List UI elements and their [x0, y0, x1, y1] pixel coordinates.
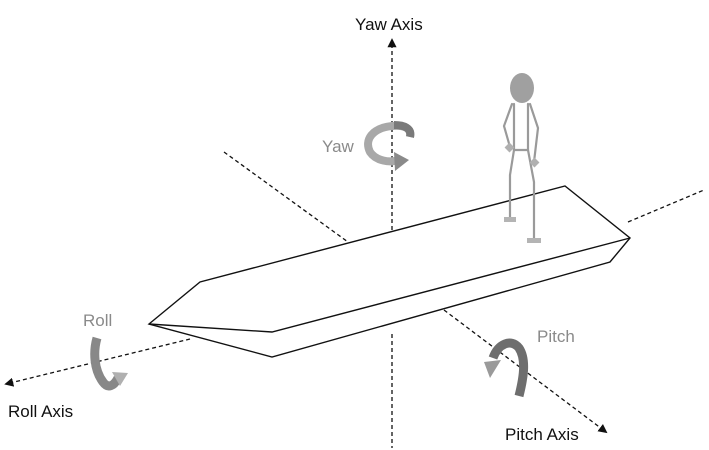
pitch-axis-label: Pitch Axis — [505, 425, 579, 444]
roll-axis-label: Roll Axis — [8, 402, 73, 421]
roll-motion-label: Roll — [83, 311, 112, 330]
roll-rotation-arrow-icon — [90, 336, 128, 391]
roll-axis-line-right — [627, 189, 705, 223]
figure-right-arm — [528, 102, 540, 164]
figure-right-foot — [527, 238, 541, 243]
pitch-motion-label: Pitch — [537, 327, 575, 346]
figure-head — [510, 73, 534, 103]
figure-left-leg — [508, 148, 516, 220]
hull-deck-edge — [148, 237, 631, 333]
yaw-axis-label: Yaw Axis — [355, 15, 423, 34]
pitch-axis-line-upper — [223, 151, 349, 243]
figure-hand-left — [504, 142, 515, 153]
figure-left-foot — [504, 217, 516, 222]
stick-figure — [502, 73, 541, 243]
figure-hand-right — [529, 157, 540, 168]
figure-left-arm — [502, 102, 514, 149]
figure-right-leg — [526, 148, 536, 242]
ship-hull — [147, 185, 631, 358]
pitch-rotation-arrow-icon — [484, 338, 529, 398]
yaw-rotation-arrow-icon — [364, 121, 415, 171]
yaw-motion-label: Yaw — [322, 137, 355, 156]
